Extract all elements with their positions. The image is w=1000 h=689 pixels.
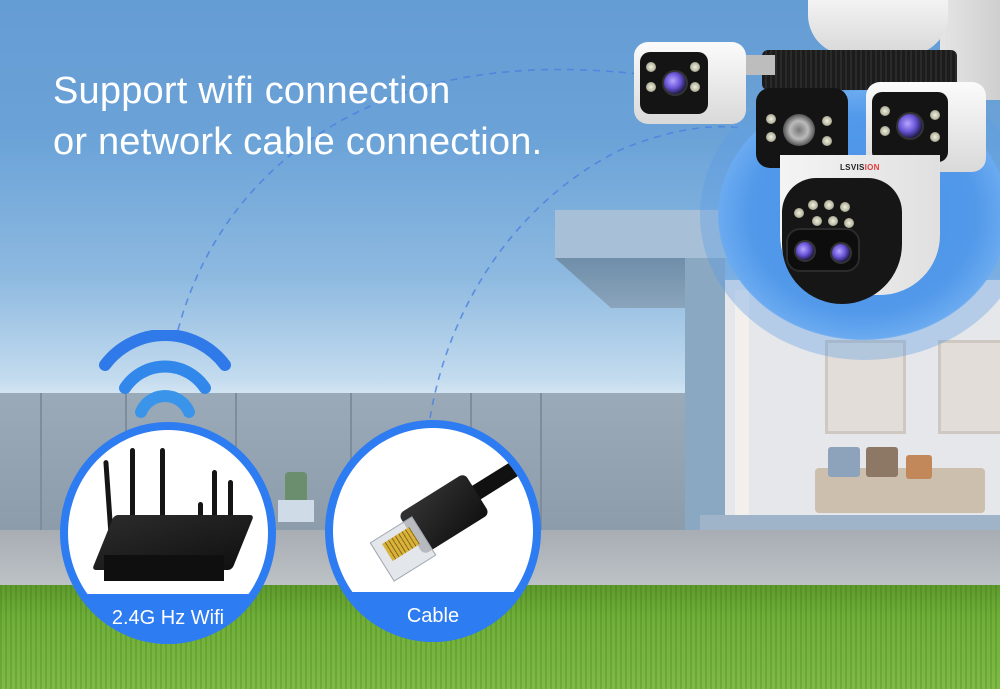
lens-icon — [662, 70, 688, 96]
pillow — [866, 447, 898, 477]
lens-icon — [783, 114, 815, 146]
pillow — [906, 455, 932, 479]
lens-icon — [896, 112, 924, 140]
lens-icon — [794, 240, 816, 262]
brand-logo: LSVISION — [840, 163, 880, 172]
lens-icon — [830, 242, 852, 264]
headline-line-2: or network cable connection. — [53, 121, 543, 163]
wall-frame — [825, 340, 906, 434]
dual-lens-bar — [786, 228, 860, 272]
cable-option-label: Cable — [406, 605, 460, 627]
wall-frame — [938, 340, 1000, 434]
camera-mount — [808, 0, 948, 55]
wifi-option-badge: 2.4G Hz Wifi — [60, 422, 276, 644]
pillow — [828, 447, 860, 477]
planter — [278, 500, 314, 522]
wifi-label-band — [60, 594, 276, 644]
cable-option-badge: Cable — [325, 420, 541, 642]
headline: Support wifi connection or network cable… — [53, 66, 542, 168]
headline-line-1: Support wifi connection — [53, 70, 451, 112]
plant — [285, 472, 307, 502]
center-camera — [756, 88, 848, 168]
wifi-signal-icon — [99, 330, 231, 418]
bullet-camera-left — [634, 42, 746, 124]
curtain — [735, 290, 749, 520]
cable-label-band — [325, 592, 541, 642]
house-column — [685, 258, 725, 548]
wifi-option-label: 2.4G Hz Wifi — [111, 607, 225, 629]
house-roof-underside — [555, 258, 695, 308]
